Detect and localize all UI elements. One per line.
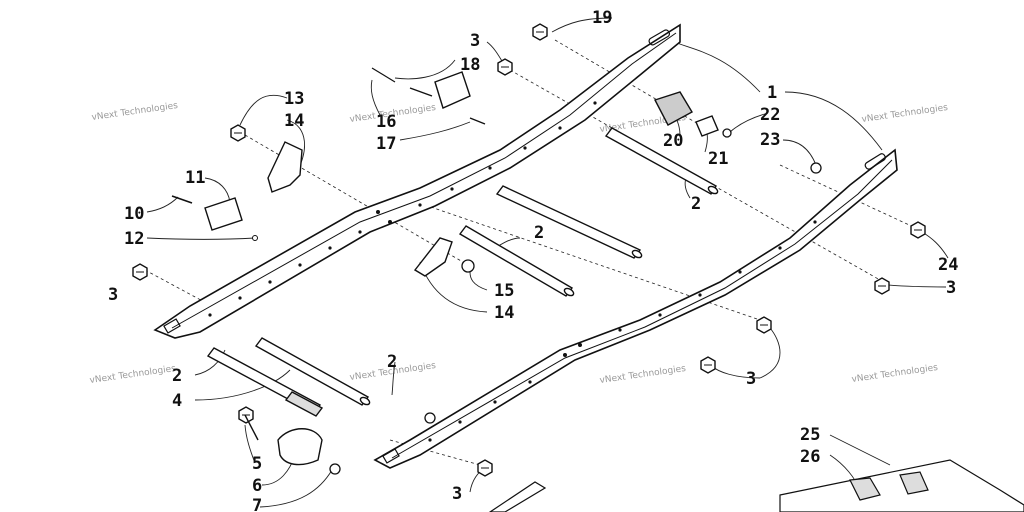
- nuts: [329, 128, 822, 475]
- callout-3: 3: [470, 31, 480, 51]
- callout-7: 7: [252, 496, 262, 512]
- watermark: vNext Technologies: [89, 364, 177, 386]
- bolt-6[interactable]: [244, 414, 259, 441]
- bolt[interactable]: [230, 124, 246, 142]
- callout-3: 3: [108, 285, 118, 305]
- callout-2: 2: [691, 194, 701, 214]
- callout-25: 25: [800, 425, 820, 445]
- watermark: vNext Technologies: [851, 363, 939, 385]
- pin-10[interactable]: [171, 195, 193, 204]
- watermark: vNext Technologies: [599, 364, 687, 386]
- callout-11: 11: [185, 168, 205, 188]
- watermark: vNext Technologies: [861, 103, 949, 125]
- bolt[interactable]: [874, 277, 890, 295]
- callout-13: 13: [284, 89, 304, 109]
- bracket-center[interactable]: [413, 237, 453, 277]
- bolt[interactable]: [910, 221, 926, 239]
- callout-17: 17: [376, 134, 396, 154]
- callout-23: 23: [760, 130, 780, 150]
- block-5[interactable]: [277, 428, 323, 466]
- callout-3: 3: [746, 369, 756, 389]
- sensor-18[interactable]: [371, 67, 486, 125]
- bolt[interactable]: [756, 316, 772, 334]
- callout-4: 4: [172, 391, 182, 411]
- sensor-20[interactable]: [653, 91, 719, 137]
- nut[interactable]: [722, 128, 732, 138]
- track-strip[interactable]: [488, 481, 547, 512]
- callout-14: 14: [494, 303, 514, 323]
- cross-shaft[interactable]: [458, 225, 575, 297]
- callout-2: 2: [172, 366, 182, 386]
- callout-22: 22: [760, 105, 780, 125]
- callout-labels: 1 19 3 18 13 14 16 17 22 20 23 21 11 10 …: [108, 8, 958, 512]
- bolt[interactable]: [238, 406, 254, 424]
- callout-5: 5: [252, 454, 262, 474]
- nut[interactable]: [424, 412, 436, 424]
- nut[interactable]: [329, 463, 341, 475]
- callout-3: 3: [946, 278, 956, 298]
- bolt[interactable]: [497, 58, 513, 76]
- tunnel-rail-right[interactable]: [373, 148, 898, 469]
- bolt[interactable]: [532, 23, 548, 41]
- bracket-left[interactable]: [267, 141, 303, 193]
- assembly-lines: [144, 39, 921, 466]
- cross-shaft[interactable]: [254, 337, 371, 406]
- callout-3: 3: [452, 484, 462, 504]
- shaft-with-sleeve[interactable]: [206, 347, 324, 417]
- callout-20: 20: [663, 131, 683, 151]
- tunnel-rail-left[interactable]: [153, 23, 681, 339]
- cross-shaft[interactable]: [495, 185, 643, 259]
- callout-14: 14: [284, 111, 304, 131]
- callout-24: 24: [938, 255, 958, 275]
- callout-10: 10: [124, 204, 144, 224]
- callout-2: 2: [387, 352, 397, 372]
- bolt[interactable]: [477, 459, 493, 477]
- bolt[interactable]: [132, 263, 148, 281]
- callout-1: 1: [767, 83, 777, 103]
- cross-shaft[interactable]: [604, 127, 719, 195]
- watermark: vNext Technologies: [91, 101, 179, 123]
- callout-26: 26: [800, 447, 820, 467]
- callout-2: 2: [534, 223, 544, 243]
- callout-15: 15: [494, 281, 514, 301]
- callout-18: 18: [460, 55, 480, 75]
- callout-19: 19: [592, 8, 612, 28]
- nut[interactable]: [461, 259, 475, 273]
- slide-rail[interactable]: [779, 459, 1024, 512]
- callout-16: 16: [376, 112, 396, 132]
- bolt[interactable]: [700, 356, 716, 374]
- block-11[interactable]: [204, 197, 243, 231]
- callout-6: 6: [252, 476, 262, 496]
- nut[interactable]: [810, 162, 822, 174]
- callout-21: 21: [708, 149, 728, 169]
- callout-12: 12: [124, 229, 144, 249]
- clip-12[interactable]: [252, 235, 258, 241]
